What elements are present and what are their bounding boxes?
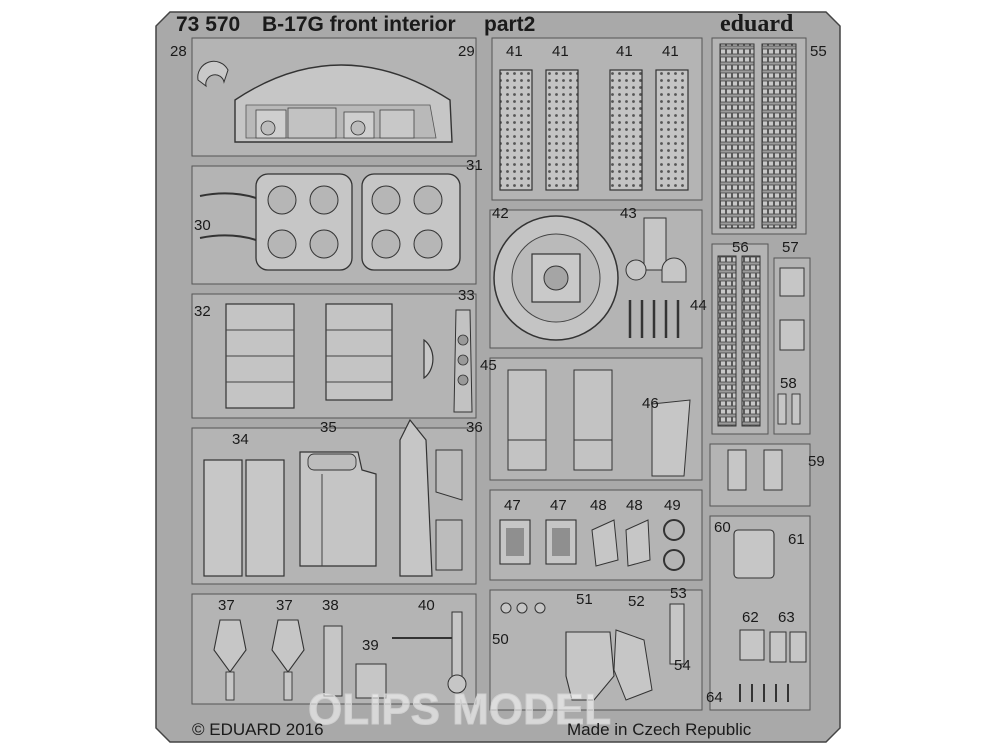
part-number-label: 37 bbox=[276, 597, 293, 614]
part-number-label: 53 bbox=[670, 585, 687, 602]
part-28-29-bulkhead bbox=[191, 37, 477, 157]
part-45-46-brackets bbox=[489, 357, 703, 481]
part-number-label: 31 bbox=[466, 157, 483, 174]
part-number-label: 42 bbox=[492, 205, 509, 222]
part-number-label: 40 bbox=[418, 597, 435, 614]
part-number-label: 44 bbox=[690, 297, 707, 314]
watermark-text: OLIPS MODEL bbox=[308, 685, 611, 734]
kit-subtitle: part2 bbox=[484, 13, 535, 36]
part-47-49-fittings bbox=[489, 489, 703, 581]
part-number-label: 49 bbox=[664, 497, 681, 514]
part-number-label: 28 bbox=[170, 43, 187, 60]
part-number-label: 30 bbox=[194, 217, 211, 234]
part-number-label: 47 bbox=[504, 497, 521, 514]
part-number-label: 29 bbox=[458, 43, 475, 60]
part-number-label: 64 bbox=[706, 689, 723, 706]
part-number-label: 41 bbox=[616, 43, 633, 60]
part-number-label: 52 bbox=[628, 593, 645, 610]
part-number-label: 63 bbox=[778, 609, 795, 626]
part-60-64-gauges bbox=[709, 515, 811, 711]
part-number-label: 50 bbox=[492, 631, 509, 648]
part-number-label: 61 bbox=[788, 531, 805, 548]
part-number-label: 62 bbox=[742, 609, 759, 626]
part-number-label: 58 bbox=[780, 375, 797, 392]
origin-text: Made in Czech Republic bbox=[567, 720, 752, 739]
part-50-54-fittings bbox=[489, 589, 703, 711]
part-number-label: 48 bbox=[590, 497, 607, 514]
part-number-label: 59 bbox=[808, 453, 825, 470]
part-32-33-seats bbox=[191, 293, 477, 419]
part-number-label: 51 bbox=[576, 591, 593, 608]
part-number-label: 48 bbox=[626, 497, 643, 514]
part-number-label: 37 bbox=[218, 597, 235, 614]
part-number-label: 38 bbox=[322, 597, 339, 614]
part-number-label: 47 bbox=[550, 497, 567, 514]
part-number-label: 41 bbox=[662, 43, 679, 60]
kit-title: B-17G front interior bbox=[262, 13, 456, 36]
part-number-label: 32 bbox=[194, 303, 211, 320]
part-number-label: 41 bbox=[552, 43, 569, 60]
part-number-label: 54 bbox=[674, 657, 691, 674]
part-41-perforated-panels bbox=[491, 37, 703, 201]
part-number-label: 56 bbox=[732, 239, 749, 256]
part-number-label: 35 bbox=[320, 419, 337, 436]
part-number-label: 55 bbox=[810, 43, 827, 60]
copyright-text: © EDUARD 2016 bbox=[192, 720, 324, 739]
part-55-56-ammo-belts bbox=[711, 37, 807, 435]
product-number: 73 570 bbox=[176, 13, 240, 36]
part-59-handles bbox=[709, 443, 811, 507]
part-number-label: 39 bbox=[362, 637, 379, 654]
part-number-label: 60 bbox=[714, 519, 731, 536]
part-number-labels: 28 29 30 31 32 33 34 35 36 37 37 38 39 40 41 41 41 41 42 43… bbox=[170, 43, 827, 706]
part-57-58-clips bbox=[773, 257, 811, 435]
part-number-label: 45 bbox=[480, 357, 497, 374]
part-34-35-36-assemblies bbox=[191, 418, 477, 585]
part-30-31-panels bbox=[191, 165, 477, 285]
part-number-label: 33 bbox=[458, 287, 475, 304]
part-number-label: 57 bbox=[782, 239, 799, 256]
part-number-label: 34 bbox=[232, 431, 249, 448]
brand-logo: eduard bbox=[720, 11, 794, 37]
part-number-label: 46 bbox=[642, 395, 659, 412]
part-number-label: 43 bbox=[620, 205, 637, 222]
part-37-40-details bbox=[191, 593, 477, 705]
part-number-label: 36 bbox=[466, 419, 483, 436]
part-42-44-turret-ring bbox=[489, 209, 703, 349]
part-number-label: 41 bbox=[506, 43, 523, 60]
